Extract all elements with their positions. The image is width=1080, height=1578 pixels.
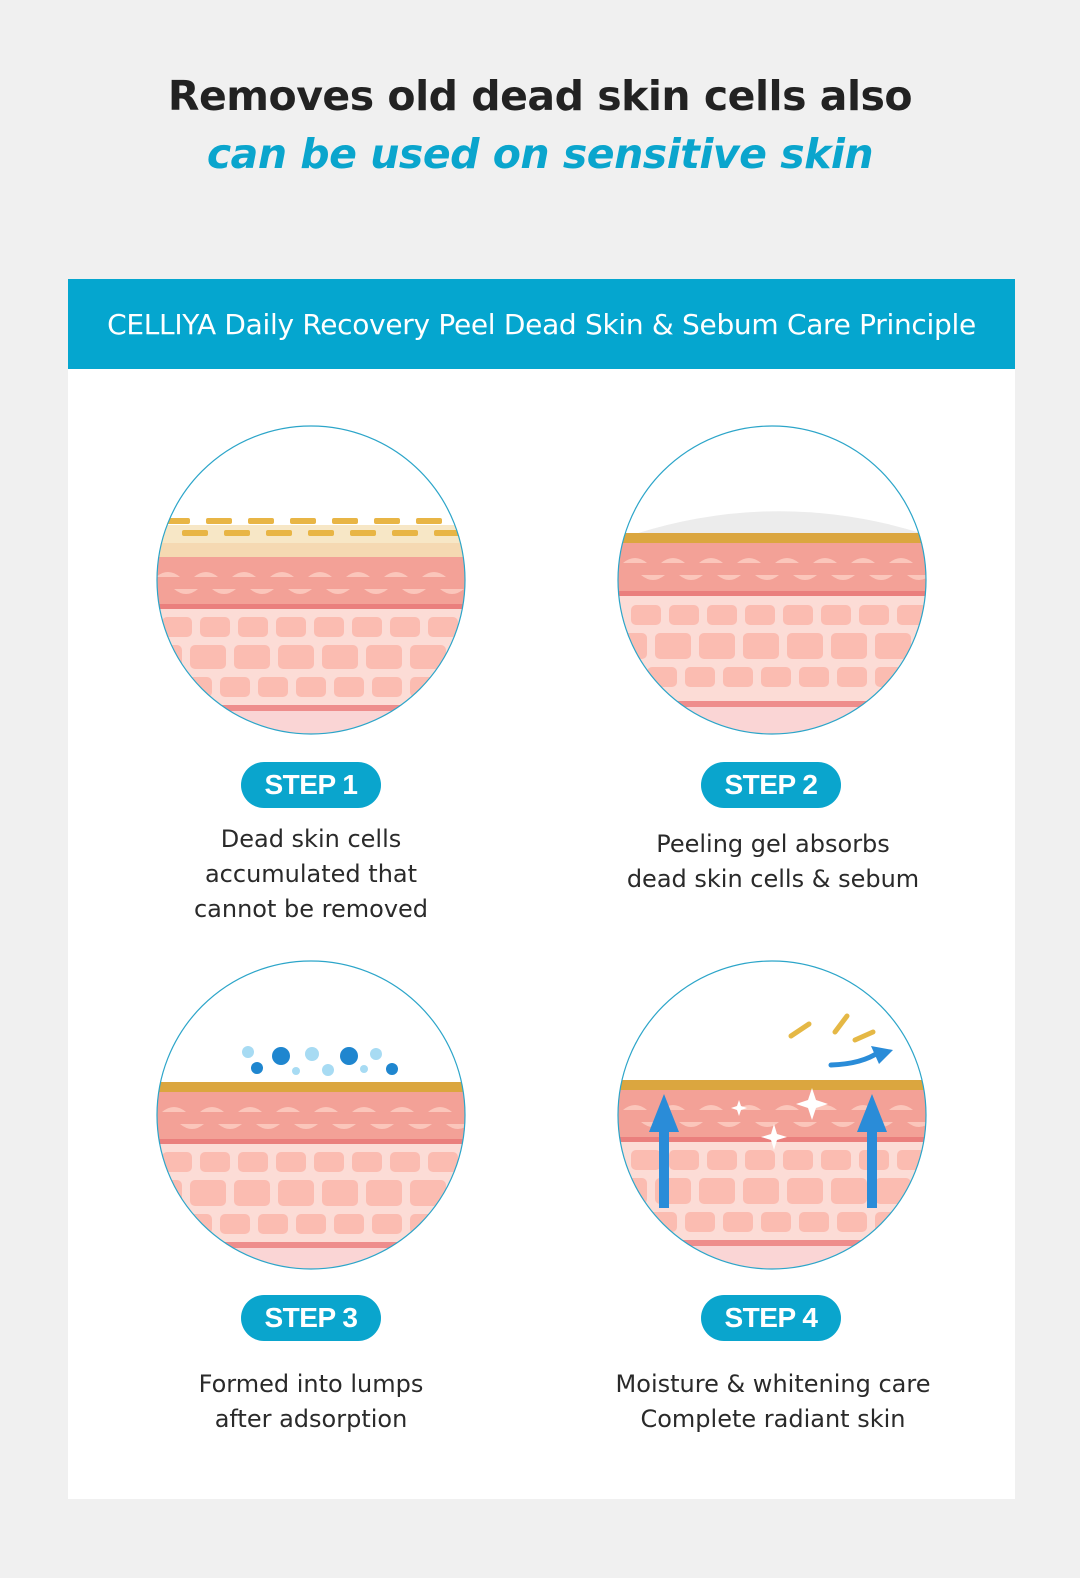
step-2-description: Peeling gel absorbs dead skin cells & se…: [626, 830, 920, 893]
headline: Removes old dead skin cells also can be …: [0, 68, 1080, 184]
step-2-badge: STEP 2: [701, 762, 841, 808]
headline-line-1: Removes old dead skin cells also: [167, 72, 913, 120]
step-4-description: Moisture & whitening care Complete radia…: [615, 1370, 931, 1433]
step-2-skin-illustration: [617, 425, 927, 735]
step-3-badge: STEP 3: [241, 1295, 381, 1341]
step-4-skin-illustration: [617, 960, 927, 1270]
step-3-skin-illustration: [156, 960, 466, 1270]
headline-line-2: can be used on sensitive skin: [206, 130, 874, 178]
step-1-description: Dead skin cells accumulated that cannot …: [193, 825, 429, 923]
step-4-badge: STEP 4: [701, 1295, 841, 1341]
step-1-skin-illustration: [156, 425, 466, 735]
principle-card: CELLIYA Daily Recovery Peel Dead Skin & …: [68, 279, 1015, 1499]
step-1-badge: STEP 1: [241, 762, 381, 808]
step-3-description: Formed into lumps after adsorption: [198, 1370, 424, 1433]
principle-banner: CELLIYA Daily Recovery Peel Dead Skin & …: [68, 279, 1015, 369]
